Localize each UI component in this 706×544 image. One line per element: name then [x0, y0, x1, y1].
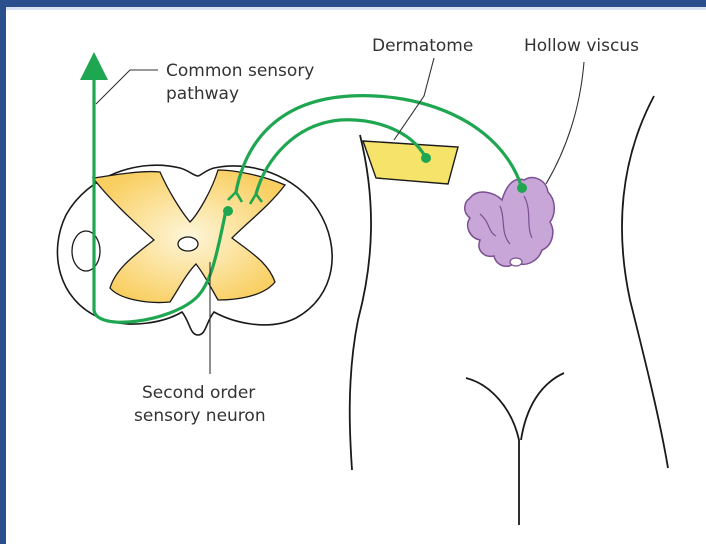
body-outline-left	[350, 135, 371, 470]
groin-left	[466, 378, 519, 525]
body-outline-right	[622, 96, 668, 468]
label-hollow-viscus: Hollow viscus	[524, 36, 639, 56]
dermatome-patch	[363, 141, 458, 184]
viscus-receptor-dot	[517, 183, 527, 193]
label-common-sensory-pathway-1: Common sensory	[166, 61, 314, 81]
label-dermatome: Dermatome	[372, 36, 473, 56]
pathway-arrowhead	[80, 52, 108, 80]
groin-right	[521, 373, 564, 440]
central-canal	[178, 237, 198, 251]
label-second-order-1: Second order	[142, 383, 255, 403]
label-common-sensory-pathway-2: pathway	[166, 84, 239, 104]
lateral-tract	[72, 231, 100, 271]
second-order-neuron-body	[223, 206, 233, 216]
label-second-order-2: sensory neuron	[134, 406, 266, 426]
hollow-viscus	[465, 178, 555, 267]
dermatome-receptor-dot	[421, 153, 431, 163]
leader-hollow-viscus	[546, 62, 584, 184]
viscus-opening	[510, 258, 522, 266]
